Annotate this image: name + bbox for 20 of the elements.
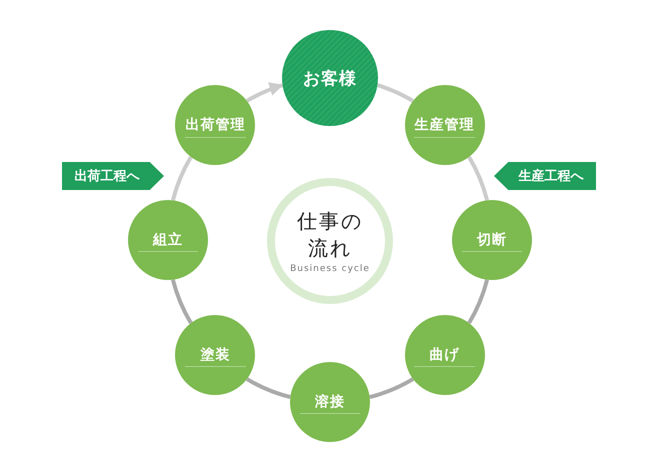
step-label: お客様	[303, 68, 357, 90]
cycle-title: 仕事の流れ	[296, 208, 364, 262]
step-label: 切断	[477, 231, 507, 249]
connector-arc	[376, 83, 414, 103]
connector-arc	[170, 156, 193, 201]
connector-arc	[369, 377, 414, 400]
step-label: 生産管理	[414, 116, 475, 134]
arrow-tag: 出荷工程へ	[62, 162, 164, 190]
connector-arc	[467, 279, 490, 324]
cycle-subtitle: Business cycle	[290, 264, 370, 274]
connector-arc	[467, 156, 490, 201]
arrow	[246, 82, 284, 103]
connector-arc	[246, 377, 291, 400]
step-label: 組立	[153, 231, 183, 249]
arrow-tag: 生産工程へ	[494, 162, 596, 190]
step-label: 出荷管理	[185, 116, 246, 134]
step-label: 溶接	[315, 393, 345, 411]
step-label: 塗装	[200, 346, 230, 364]
connector-arc	[170, 279, 193, 324]
step-label: 曲げ	[430, 346, 460, 364]
